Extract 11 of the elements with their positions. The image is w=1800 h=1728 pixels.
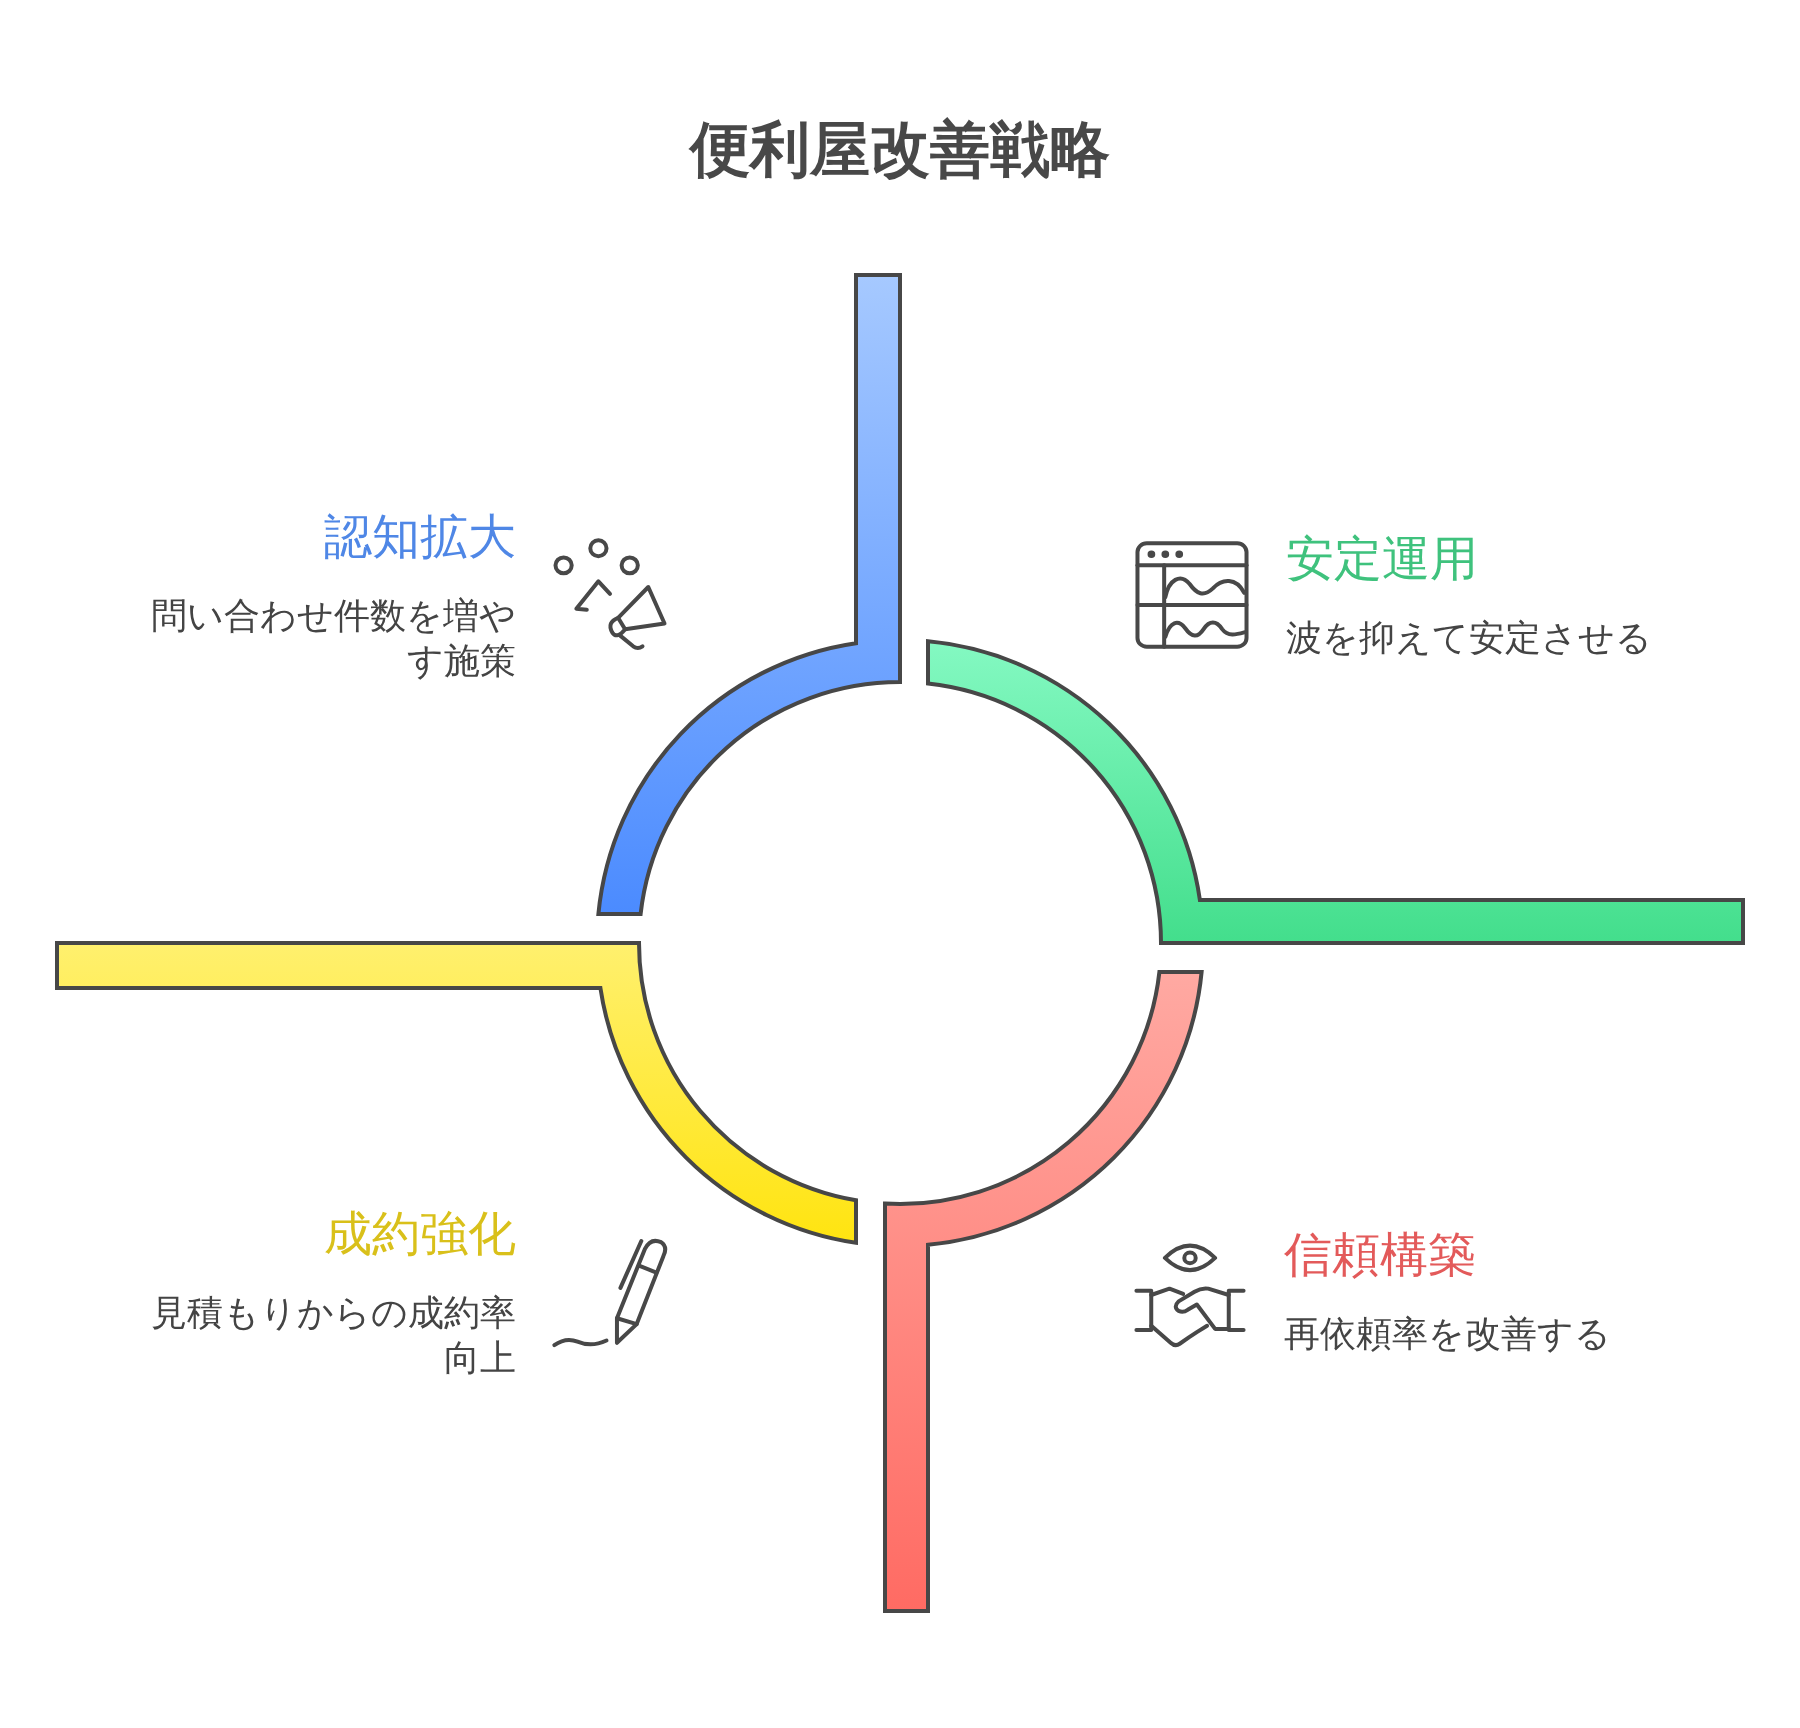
- heading: 安定運用: [1286, 529, 1478, 587]
- arc-band: [595, 272, 903, 917]
- description: 再依頼率を改善する: [1284, 1312, 1611, 1356]
- heading: 成約強化: [324, 1204, 516, 1262]
- description: 見積もりからの成約率向上: [150, 1291, 516, 1380]
- description: 波を抑えて安定させる: [1286, 616, 1652, 660]
- description: 問い合わせ件数を増やす施策: [150, 594, 516, 683]
- heading: 認知拡大: [324, 507, 516, 565]
- title: 便利屋改善戦略: [690, 113, 1110, 185]
- arc-band: [882, 969, 1205, 1614]
- heading: 信頼構築: [1284, 1225, 1476, 1283]
